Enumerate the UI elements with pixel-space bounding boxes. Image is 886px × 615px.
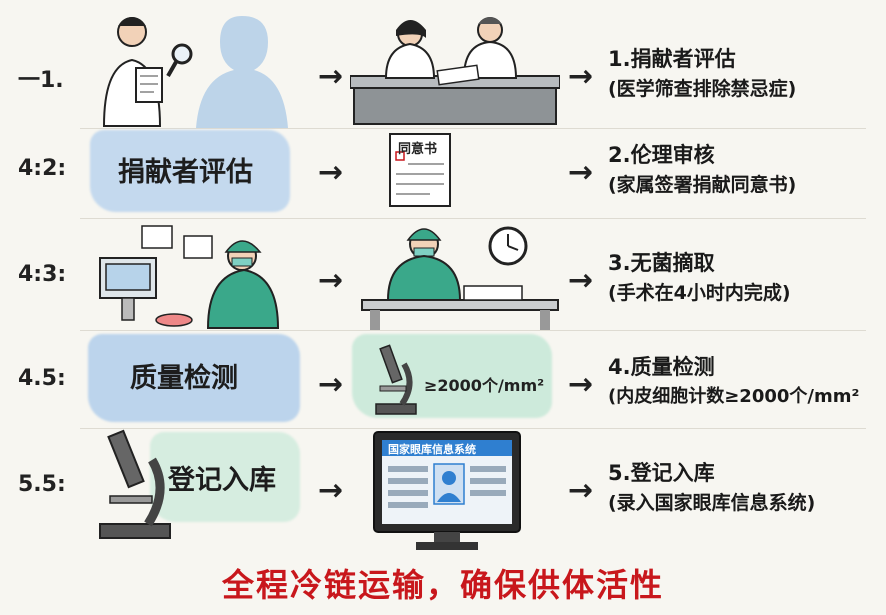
flow-arrow: → [568,155,594,190]
result-title: 3.无菌摘取 [608,251,715,275]
microscope-icon [375,344,417,415]
blue-watercolor-wash [90,130,290,212]
row-divider [80,128,866,129]
flow-arrow: → [568,473,594,508]
result-title: 2.伦理审核 [608,143,715,167]
flow-arrow: → [318,59,344,94]
result-step-4: 4.质量检测 (内皮细胞计数≥2000个/mm² [608,352,859,412]
result-subtitle: (内皮细胞计数≥2000个/mm² [608,386,860,407]
doctors-at-desk-illustration [350,17,560,125]
cell-count-threshold: ≥2000个/mm² [424,376,545,395]
screen-title: 国家眼库信息系统 [388,443,476,456]
flow-arrow: → [568,59,594,94]
consent-form-illustration [389,133,451,207]
result-subtitle: (录入国家眼库信息系统) [608,492,816,514]
blue-watercolor-wash [88,334,300,422]
result-step-2: 2.伦理审核 (家属签署捐献同意书) [608,140,796,200]
green-watercolor-wash [150,432,300,522]
result-subtitle: (家属签署捐献同意书) [608,174,797,196]
step-label-registration: 登记入库 [168,465,276,496]
row-divider [80,218,866,219]
step-number-3: 4:3: [18,262,67,287]
step-number-5: 5.5: [18,472,66,497]
flow-arrow: → [568,263,594,298]
doctor-with-magnifier-illustration [102,16,288,128]
flow-arrow: → [318,155,344,190]
result-step-1: 1.捐献者评估 (医学筛查排除禁忌症) [608,44,796,104]
row-divider [80,330,866,331]
surgeon-at-lab-illustration [99,225,280,329]
result-step-3: 3.无菌摘取 (手术在4小时内完成) [608,248,791,308]
result-step-5: 5.登记入库 (录入国家眼库信息系统) [608,458,815,518]
flow-arrow: → [568,367,594,402]
consent-form-title: 同意书 [398,142,438,157]
step-number-4: 4.5: [18,366,66,391]
result-subtitle: (手术在4小时内完成) [608,282,791,304]
step-label-quality-check: 质量检测 [130,363,238,394]
bottom-slogan: 全程冷链运输，确保供体活性 [221,566,664,604]
computer-monitor-illustration [373,431,521,550]
result-title: 4.质量检测 [608,355,715,379]
surgery-table-with-clock-illustration [361,226,559,330]
step-number-1: 一1. [18,68,64,93]
microscope-icon [99,429,171,539]
step-number-2: 4:2: [18,156,67,181]
flow-arrow: → [318,263,344,298]
row-divider [80,428,866,429]
flow-arrow: → [318,473,344,508]
flow-arrow: → [318,367,344,402]
result-title: 1.捐献者评估 [608,47,736,71]
step-label-donor-assessment: 捐献者评估 [118,157,253,188]
result-subtitle: (医学筛查排除禁忌症) [608,78,797,100]
result-title: 5.登记入库 [608,461,715,485]
